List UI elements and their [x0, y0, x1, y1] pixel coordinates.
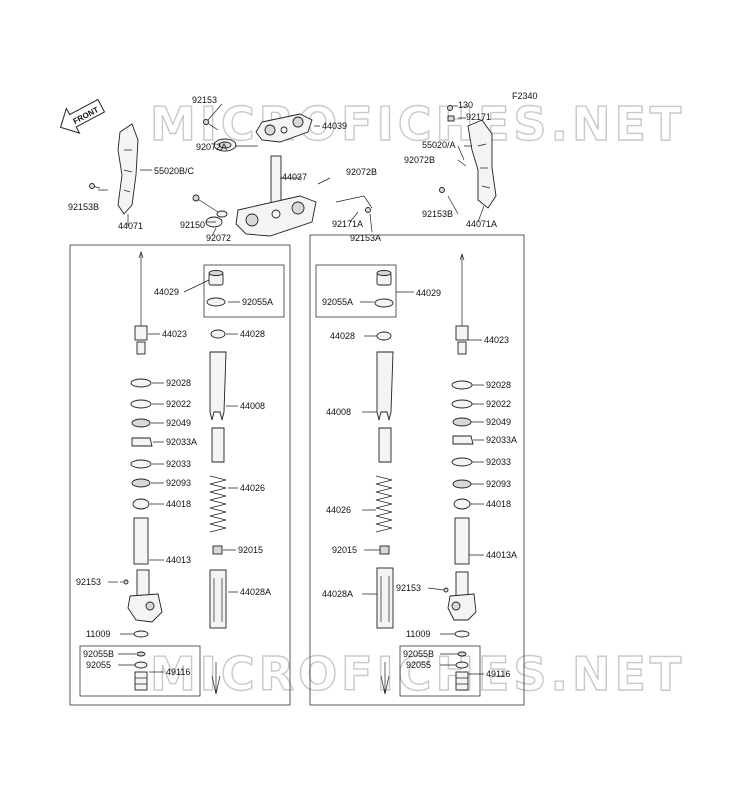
- label-right-44026: 44026: [326, 505, 351, 515]
- label-right-44023: 44023: [484, 335, 509, 345]
- label-right-44028: 44028: [330, 331, 355, 341]
- label-left-92033A: 92033A: [166, 437, 197, 447]
- watermark-bottom: MICROFICHES.NET: [150, 647, 685, 701]
- label-left-11009: 11009: [86, 629, 110, 639]
- label-92153B-right: 92153B: [422, 209, 453, 219]
- label-92153B-left: 92153B: [68, 202, 99, 212]
- label-44037: 44037: [282, 172, 307, 182]
- label-right-49116: 49116: [486, 669, 510, 679]
- label-right-44028A: 44028A: [322, 589, 353, 599]
- left-fork-panel: [69, 244, 291, 706]
- label-right-92093: 92093: [486, 479, 511, 489]
- top-assembly: [89, 103, 497, 237]
- label-right-44008: 44008: [326, 407, 351, 417]
- right-fork-panel: [309, 234, 525, 706]
- label-92171: 92171: [466, 112, 491, 122]
- label-right-92033: 92033: [486, 457, 511, 467]
- label-left-92093: 92093: [166, 478, 191, 488]
- label-right-92055B: 92055B: [403, 649, 434, 659]
- label-right-92028: 92028: [486, 380, 511, 390]
- label-92153-top: 92153: [192, 95, 217, 105]
- label-left-92049: 92049: [166, 418, 191, 428]
- label-right-92055A: 92055A: [322, 297, 353, 307]
- label-left-92028: 92028: [166, 378, 191, 388]
- label-right-11009: 11009: [406, 629, 430, 639]
- label-left-44018: 44018: [166, 499, 191, 509]
- label-left-44026: 44026: [240, 483, 265, 493]
- label-right-92153: 92153: [396, 583, 421, 593]
- label-92072: 92072: [206, 233, 231, 243]
- front-arrow-icon: FRONT: [59, 98, 106, 134]
- label-left-92033: 92033: [166, 459, 191, 469]
- fork-guard-left: [117, 123, 139, 215]
- label-left-44013: 44013: [166, 555, 191, 565]
- label-left-92055A: 92055A: [242, 297, 273, 307]
- label-92072A: 92072A: [196, 142, 227, 152]
- label-92072B-right: 92072B: [404, 155, 435, 165]
- diagram-code: F2340: [512, 91, 538, 101]
- label-right-92055: 92055: [406, 660, 431, 670]
- label-left-92022: 92022: [166, 399, 191, 409]
- label-right-92015: 92015: [332, 545, 357, 555]
- label-left-44028: 44028: [240, 329, 265, 339]
- label-92150: 92150: [180, 220, 205, 230]
- label-55020BC: 55020B/C: [154, 166, 195, 176]
- label-right-44013A: 44013A: [486, 550, 517, 560]
- label-92153A: 92153A: [350, 233, 381, 243]
- watermark-top: MICROFICHES.NET: [150, 97, 685, 151]
- label-right-44018: 44018: [486, 499, 511, 509]
- label-44071A: 44071A: [466, 219, 497, 229]
- label-right-92033A: 92033A: [486, 435, 517, 445]
- label-44039: 44039: [322, 121, 347, 131]
- label-left-92015: 92015: [238, 545, 263, 555]
- label-left-92055: 92055: [86, 660, 111, 670]
- label-right-92022: 92022: [486, 399, 511, 409]
- label-left-44008: 44008: [240, 401, 265, 411]
- spring-left: [209, 475, 227, 533]
- label-left-44029: 44029: [154, 287, 179, 297]
- label-130: 130: [458, 100, 473, 110]
- label-right-44029: 44029: [416, 288, 441, 298]
- label-left-49116: 49116: [166, 667, 190, 677]
- label-92072B-mid: 92072B: [346, 167, 377, 177]
- label-44071: 44071: [118, 221, 143, 231]
- label-right-92049: 92049: [486, 417, 511, 427]
- label-55020A: 55020/A: [422, 140, 456, 150]
- label-92171A: 92171A: [332, 219, 363, 229]
- fork-guard-right: [467, 119, 497, 209]
- label-left-44028A: 44028A: [240, 587, 271, 597]
- label-left-44023: 44023: [162, 329, 187, 339]
- label-left-92055B: 92055B: [83, 649, 114, 659]
- spring-right: [375, 475, 393, 533]
- label-left-92153: 92153: [76, 577, 101, 587]
